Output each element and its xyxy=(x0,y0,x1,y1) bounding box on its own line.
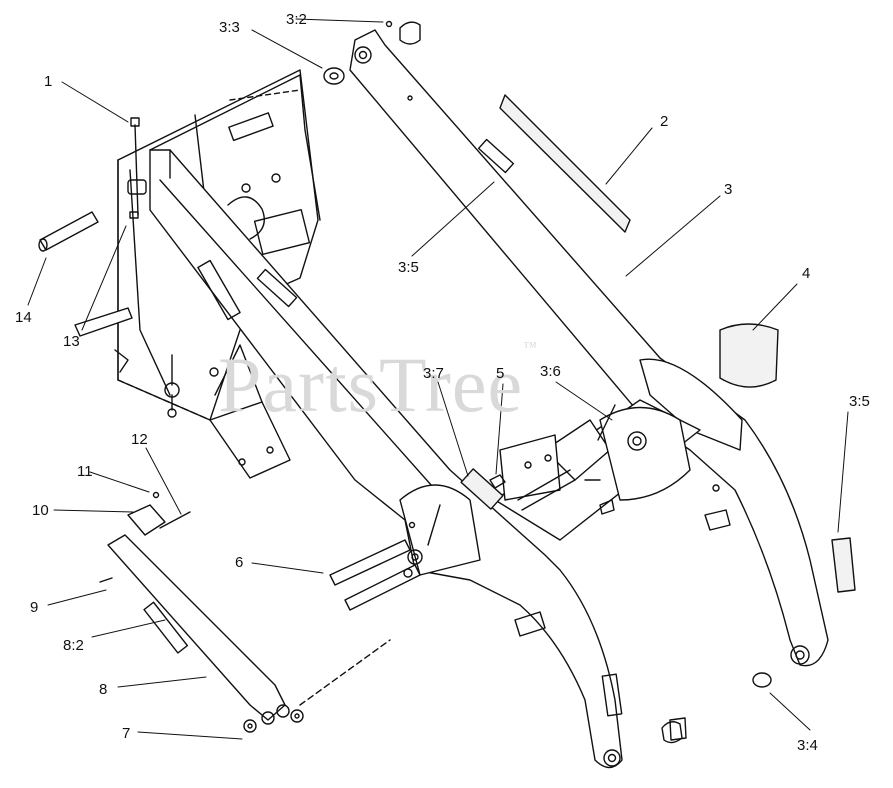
callout-6: 6 xyxy=(235,554,244,571)
right-boom-arm xyxy=(349,29,829,667)
callout-11: 11 xyxy=(77,463,93,480)
callout-14: 14 xyxy=(15,309,32,326)
callout-3-6: 3:6 xyxy=(540,363,561,380)
callout-1: 1 xyxy=(44,73,53,90)
callout-3-4: 3:4 xyxy=(797,737,818,754)
callout-9: 9 xyxy=(30,599,39,616)
callout-12: 12 xyxy=(131,431,148,448)
leader-lines xyxy=(27,18,849,740)
callout-3-3: 3:3 xyxy=(219,19,240,36)
watermark: PartsTree™ xyxy=(218,340,538,428)
hardware-pins xyxy=(38,20,772,741)
callout-7: 7 xyxy=(122,725,131,742)
decals xyxy=(460,94,856,593)
callout-5: 5 xyxy=(496,365,505,382)
callout-8: 8 xyxy=(99,681,108,698)
lift-link xyxy=(107,504,391,733)
callout-3-2: 3:2 xyxy=(286,11,307,28)
callout-13: 13 xyxy=(63,333,80,350)
callout-3-5-right: 3:5 xyxy=(849,393,870,410)
callout-3-7: 3:7 xyxy=(423,365,444,382)
callout-8-2: 8:2 xyxy=(63,637,84,654)
callout-2: 2 xyxy=(660,113,669,130)
cross-tube xyxy=(494,399,701,541)
callout-3: 3 xyxy=(724,181,733,198)
callout-4: 4 xyxy=(802,265,811,282)
callout-3-5-top: 3:5 xyxy=(398,259,419,276)
callout-10: 10 xyxy=(32,502,49,519)
left-boom-arm xyxy=(149,149,683,769)
